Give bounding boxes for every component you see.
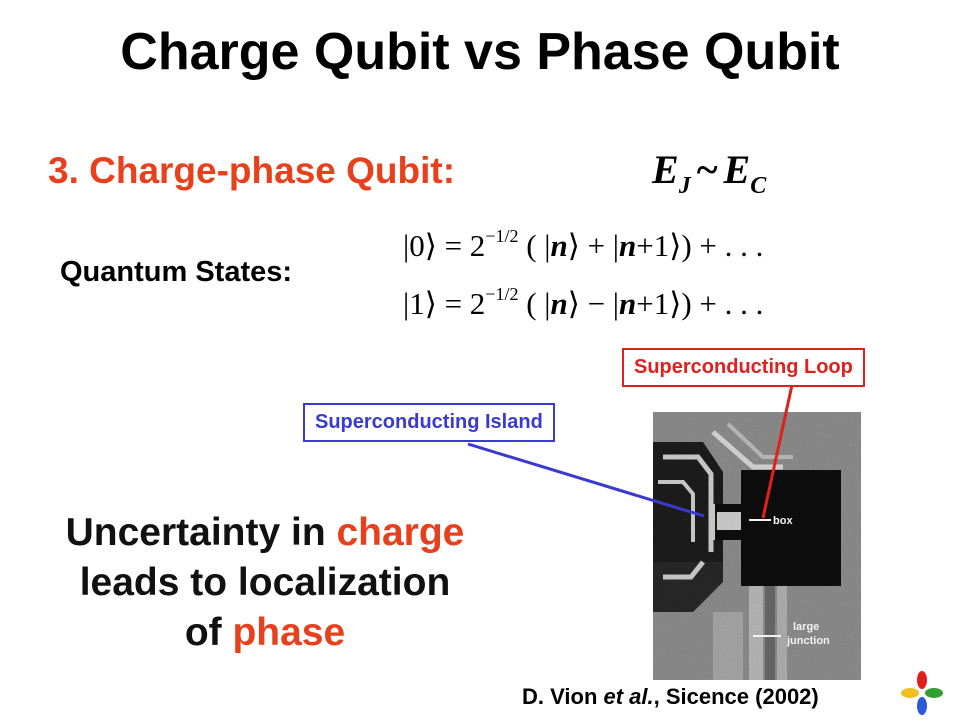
equation-state-1: |1⟩ = 2−1/2 ( |n⟩ − |n+1⟩) + . . .	[403, 284, 763, 322]
citation-etal: et al.	[603, 684, 654, 709]
eq0-tail: +1⟩) + . . .	[636, 228, 764, 263]
eq0-eq: = 2	[436, 228, 486, 263]
micrograph-image: box large junction	[653, 412, 861, 680]
highlight-phase: phase	[232, 611, 346, 654]
slide-title: Charge Qubit vs Phase Qubit	[120, 23, 840, 81]
citation: D. Vion et al., Sicence (2002)	[522, 684, 819, 710]
uncertainty-line-3: of phase	[15, 608, 515, 658]
eq1-exp: −1/2	[485, 284, 519, 304]
uncertainty-statement: Uncertainty in charge leads to localizat…	[15, 508, 515, 658]
energy-rhs-sub: C	[750, 173, 767, 199]
eq0-open: ( |	[518, 228, 551, 263]
superconducting-loop-label: Superconducting Loop	[622, 348, 865, 387]
uncertainty-line-2: leads to localization	[79, 561, 451, 604]
eq1-eq: = 2	[436, 286, 486, 321]
uncertainty-line3-text: of	[184, 611, 233, 654]
energy-lhs: E	[652, 147, 679, 192]
citation-journal: , Sicence (2002)	[653, 684, 819, 709]
highlight-charge: charge	[336, 511, 465, 554]
energy-rhs: E	[723, 147, 751, 192]
eq0-exp: −1/2	[485, 226, 519, 246]
energy-relation: EJ~EC	[652, 146, 766, 200]
energy-lhs-sub: J	[678, 173, 691, 199]
eq1-open: ( |	[518, 286, 551, 321]
uncertainty-line1-text: Uncertainty in	[65, 511, 337, 554]
eq1-n1: n	[550, 286, 568, 321]
flower-logo-icon	[901, 671, 943, 715]
section-heading: 3. Charge-phase Qubit:	[48, 150, 456, 191]
micrograph-junction-line2: junction	[786, 635, 830, 647]
energy-relation-symbol: ~	[696, 147, 718, 192]
eq1-mid: ⟩ − |	[567, 286, 620, 321]
eq1-n2: n	[619, 286, 637, 321]
quantum-states-label: Quantum States:	[60, 256, 293, 288]
micrograph-box-label: box	[773, 515, 793, 527]
eq1-tail: +1⟩) + . . .	[636, 286, 764, 321]
equation-state-0: |0⟩ = 2−1/2 ( |n⟩ + |n+1⟩) + . . .	[403, 226, 763, 264]
eq0-mid: ⟩ + |	[567, 228, 620, 263]
micrograph-junction-line1: large	[793, 621, 819, 633]
eq1-ket: |1⟩	[403, 286, 437, 321]
device-micrograph: box large junction	[653, 412, 861, 680]
eq0-ket: |0⟩	[403, 228, 437, 263]
uncertainty-line-1: Uncertainty in charge	[15, 508, 515, 558]
superconducting-island-label: Superconducting Island	[303, 403, 555, 442]
citation-author: D. Vion	[522, 684, 604, 709]
eq0-n2: n	[619, 228, 637, 263]
eq0-n1: n	[550, 228, 568, 263]
